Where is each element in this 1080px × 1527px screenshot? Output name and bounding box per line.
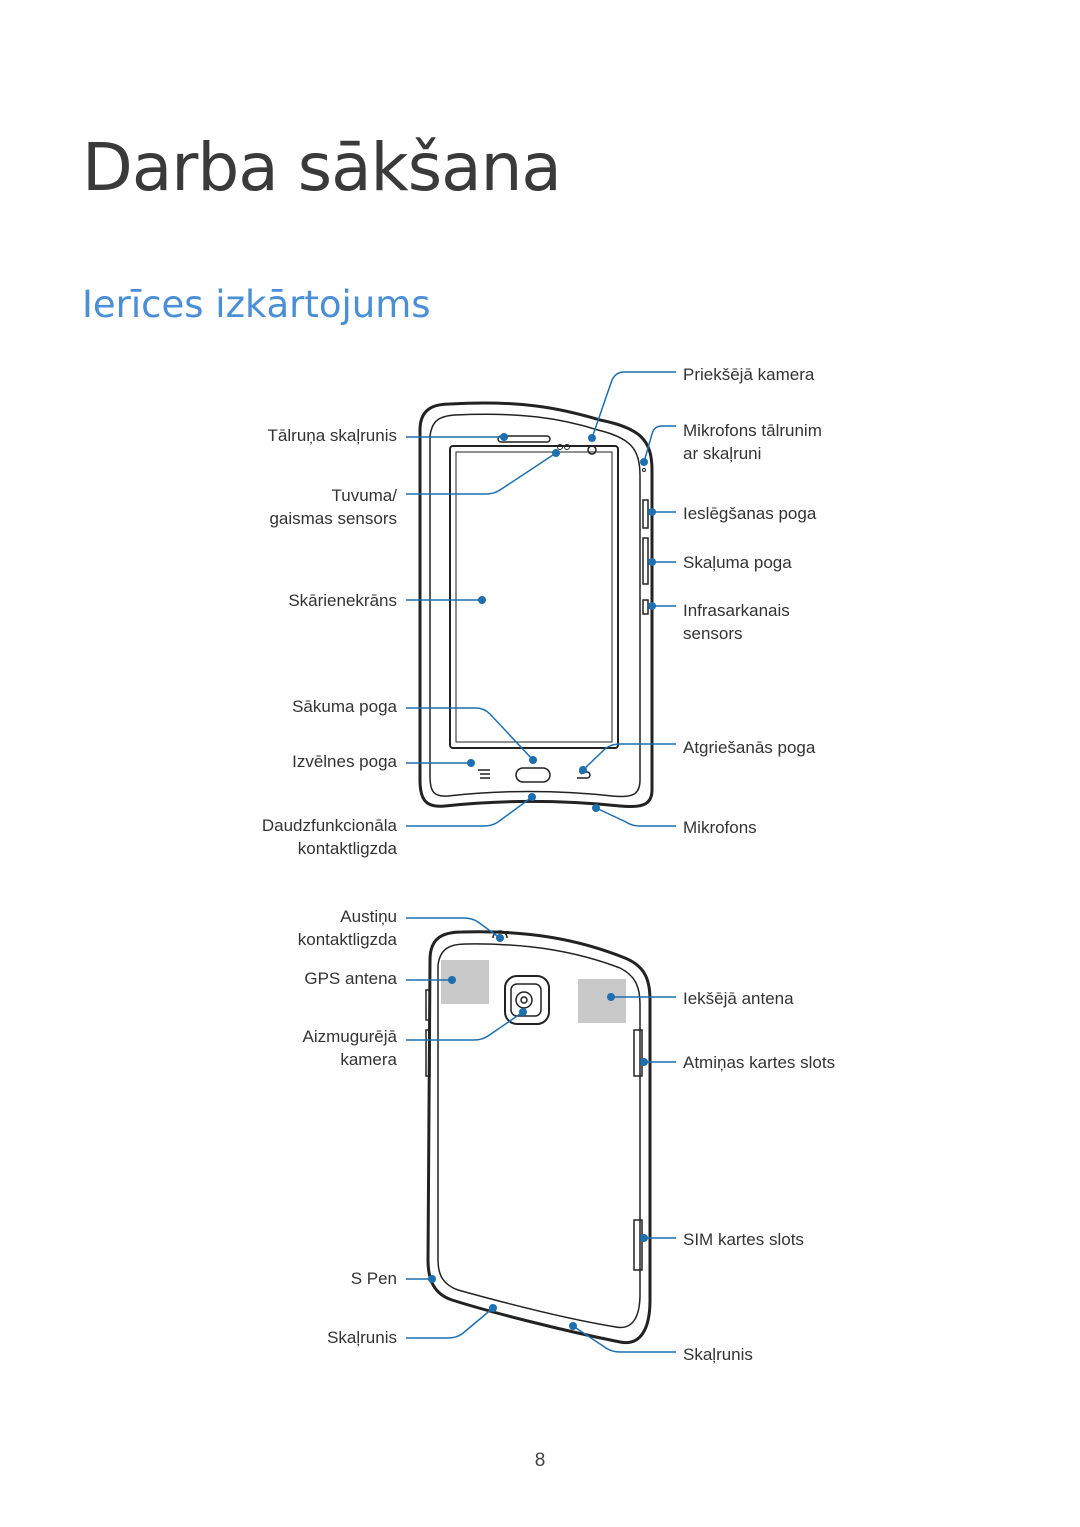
label-gps-antenna: GPS antena — [304, 969, 397, 988]
dot-sim — [640, 1234, 648, 1242]
leader-headset — [406, 917, 501, 939]
dot-memory — [640, 1058, 648, 1066]
dot-spen — [428, 1275, 436, 1283]
label-speaker-left: Skaļrunis — [327, 1328, 397, 1347]
leader-home — [406, 707, 534, 761]
label-speaker-right: Skaļrunis — [683, 1345, 753, 1364]
leader-speaker-right — [572, 1325, 676, 1353]
label-headset-jack: Austiņu kontaktligzda — [297, 907, 397, 949]
front-device-illustration — [418, 401, 654, 809]
dot-home — [529, 756, 537, 764]
page-title: Darba sākšana — [82, 129, 562, 206]
leader-proximity — [406, 452, 557, 495]
leader-speakerphone-mic — [643, 425, 676, 463]
leader-back — [582, 743, 676, 771]
dot-menu — [467, 759, 475, 767]
label-memory-card-slot: Atmiņas kartes slots — [683, 1053, 836, 1072]
leader-microphone — [595, 807, 676, 827]
dot-front-camera — [588, 434, 596, 442]
dot-multipurpose — [528, 793, 536, 801]
label-speakerphone-mic: Mikrofons tālrunim ar skaļruni — [683, 421, 822, 463]
label-s-pen: S Pen — [350, 1269, 397, 1288]
label-power-button: Ieslēgšanas poga — [683, 504, 817, 523]
dot-rear-camera — [519, 1008, 527, 1016]
back-device-illustration — [425, 930, 652, 1345]
leader-multipurpose — [406, 796, 533, 827]
section-title: Ierīces izkārtojums — [82, 283, 431, 326]
dot-earpiece — [500, 433, 508, 441]
label-microphone: Mikrofons — [683, 818, 757, 837]
dot-internal-antenna — [607, 993, 615, 1001]
label-volume-button: Skaļuma poga — [683, 553, 792, 572]
dot-proximity — [552, 449, 560, 457]
dot-touchscreen — [478, 596, 486, 604]
leader-front-camera — [591, 371, 676, 439]
label-internal-antenna: Iekšējā antena — [683, 989, 794, 1008]
dot-volume — [648, 558, 656, 566]
leader-speaker-left — [406, 1307, 494, 1339]
label-home-button: Sākuma poga — [292, 697, 397, 716]
label-proximity-sensor: Tuvuma/ gaismas sensors — [269, 486, 397, 528]
dot-speakerphone-mic — [640, 458, 648, 466]
dot-speaker-right — [569, 1322, 577, 1330]
label-sim-card-slot: SIM kartes slots — [683, 1230, 804, 1249]
label-back-button: Atgriešanās poga — [683, 738, 816, 757]
callout-lines — [406, 371, 676, 1353]
label-multipurpose-jack: Daudzfunkcionāla kontaktligzda — [261, 816, 397, 858]
dot-power — [648, 508, 656, 516]
label-menu-button: Izvēlnes poga — [292, 752, 397, 771]
label-front-camera: Priekšējā kamera — [683, 365, 815, 384]
dot-back — [579, 766, 587, 774]
callout-dots — [428, 433, 656, 1330]
leader-rear-camera — [406, 1011, 524, 1041]
label-earpiece: Tālruņa skaļrunis — [267, 426, 397, 445]
label-rear-camera: Aizmugurējā kamera — [302, 1027, 398, 1069]
dot-speaker-left — [489, 1304, 497, 1312]
page-number: 8 — [534, 1450, 546, 1471]
dot-microphone — [592, 804, 600, 812]
label-ir-sensor: Infrasarkanais sensors — [683, 601, 790, 643]
dot-gps — [448, 976, 456, 984]
dot-headset — [496, 934, 504, 942]
label-touchscreen: Skārienekrāns — [288, 591, 397, 610]
dot-ir — [648, 602, 656, 610]
